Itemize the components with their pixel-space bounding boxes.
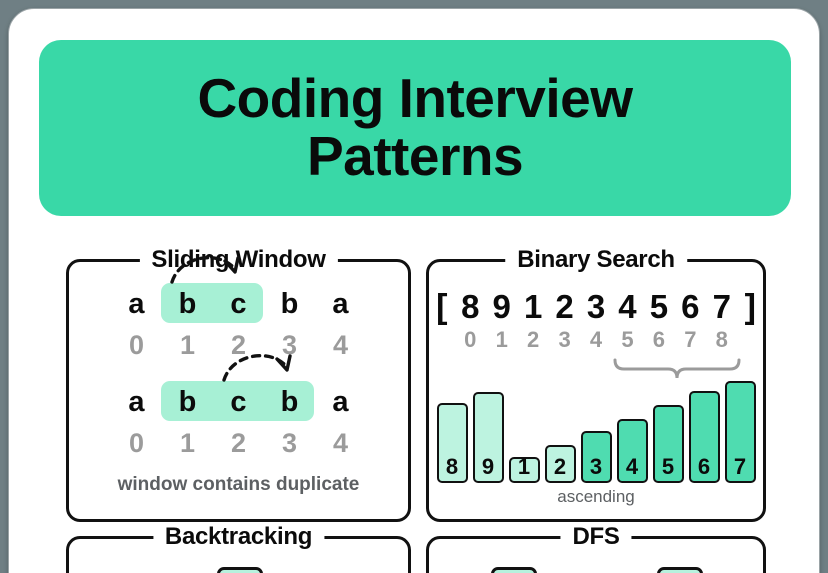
bracket-open: [	[436, 288, 448, 326]
char-cell: b	[178, 386, 197, 418]
array-value: 4	[618, 288, 637, 325]
index-cell: 3	[281, 428, 298, 458]
array-value: 8	[461, 288, 480, 325]
panel-backtracking: Backtracking	[66, 523, 411, 573]
index-cell: 1	[179, 428, 196, 458]
tree-node	[657, 567, 703, 573]
array-value: 5	[649, 288, 669, 325]
sliding-window-caption: window contains duplicate	[117, 474, 360, 495]
sliding-window-step-2: a b c b a 0 1 2 3 4	[69, 353, 408, 460]
index-cell: 2	[230, 330, 247, 360]
array-value: 7	[712, 288, 731, 325]
bracket-close: ]	[744, 288, 756, 326]
tree-node	[491, 567, 537, 573]
bar-value-label: 9	[481, 454, 495, 479]
bar: 8	[436, 403, 468, 483]
array-column: 3 4	[580, 288, 611, 354]
bar: 5	[652, 405, 684, 483]
array-value: 6	[681, 288, 700, 325]
bar: 1	[508, 454, 540, 483]
page-title-line-1: Coding Interview	[197, 67, 633, 130]
window-highlight-step-1	[161, 283, 263, 323]
binary-search-array: [ 8 0 9 1 1 2 2 3 3	[429, 288, 763, 354]
array-index: 8	[715, 327, 728, 352]
panel-sliding-window: Sliding Window a b c b a 0 1	[66, 246, 411, 522]
page-title: Coding Interview Patterns	[197, 67, 633, 187]
sliding-window-indices-step-2: 0 1 2 3 4	[69, 426, 408, 460]
panel-title-dfs: DFS	[560, 523, 632, 551]
bar-value-label: 2	[553, 454, 567, 479]
tree-node	[217, 567, 263, 573]
char-cell: a	[332, 386, 349, 418]
bar: 7	[724, 381, 756, 483]
array-column: 1 2	[517, 288, 548, 354]
array-value: 3	[586, 288, 606, 325]
content-card: Coding Interview Patterns Sliding Window…	[8, 8, 820, 573]
index-cell: 0	[128, 330, 145, 360]
index-cell: 1	[179, 330, 196, 360]
title-banner: Coding Interview Patterns	[39, 40, 791, 216]
bar-value-label: 7	[733, 454, 747, 479]
index-cell: 2	[230, 428, 247, 458]
bar: 6	[688, 391, 720, 483]
index-cell: 4	[332, 428, 349, 458]
panel-dfs: DFS	[426, 523, 766, 573]
char-cell: c	[230, 386, 247, 418]
char-cell: a	[128, 386, 145, 418]
array-index: 1	[495, 327, 508, 352]
array-index: 6	[652, 327, 665, 352]
sliding-window-indices-step-1: 0 1 2 3 4	[69, 328, 408, 362]
index-cell: 4	[332, 330, 349, 360]
array-column: 7 8	[706, 288, 737, 354]
bar-value-label: 8	[445, 454, 459, 479]
panel-title-backtracking: Backtracking	[152, 523, 325, 551]
char-cell: a	[332, 288, 349, 320]
array-index: 3	[558, 327, 571, 352]
array-column: 4 5	[612, 288, 643, 354]
bar-value-label: 4	[625, 454, 639, 479]
ascending-brace-wrap	[429, 358, 763, 384]
char-cell: c	[230, 288, 247, 320]
array-index: 0	[464, 327, 477, 352]
page-title-line-2: Patterns	[306, 125, 524, 187]
binary-search-bar-chart: 8 9 1 2 3 4 5 6 7	[429, 361, 763, 483]
array-column: 8 0	[455, 288, 486, 354]
array-index: 4	[589, 327, 603, 352]
array-column: 2 3	[549, 288, 580, 354]
bar-value-label: 1	[517, 454, 531, 479]
array-column: 9 1	[486, 288, 517, 354]
char-cell: b	[280, 386, 299, 418]
char-cell: b	[280, 288, 299, 320]
array-index: 5	[621, 327, 634, 352]
bar: 9	[472, 392, 504, 483]
bar-value-label: 3	[589, 454, 603, 479]
sliding-window-chars-step-1: a b c b a	[69, 286, 408, 322]
array-value: 2	[555, 288, 574, 325]
binary-search-annotation: ascending	[557, 487, 635, 506]
bar: 2	[544, 445, 576, 483]
index-cell: 0	[128, 428, 145, 458]
char-cell: a	[128, 288, 145, 320]
char-cell: b	[178, 288, 197, 320]
sliding-window-step-1: a b c b a 0 1 2 3 4	[69, 255, 408, 362]
panel-binary-search: Binary Search [ 8 0 9 1 1 2 2 3	[426, 246, 766, 522]
bar: 3	[580, 431, 612, 483]
ascending-brace-icon	[613, 358, 741, 379]
panel-title-binary-search: Binary Search	[505, 246, 687, 274]
array-index: 7	[684, 327, 697, 352]
panel-title-sliding-window: Sliding Window	[139, 246, 338, 274]
sliding-window-chars-step-2: a b c b a	[69, 384, 408, 420]
array-column: 6 7	[675, 288, 706, 354]
array-index: 2	[527, 327, 540, 352]
array-column: 5 6	[643, 288, 674, 354]
index-cell: 3	[281, 330, 298, 360]
bar-value-label: 6	[697, 454, 711, 479]
array-value: 9	[492, 288, 511, 325]
window-highlight-step-2	[161, 381, 314, 421]
bar: 4	[616, 419, 648, 483]
bar-value-label: 5	[661, 454, 675, 479]
array-value: 1	[523, 288, 543, 325]
